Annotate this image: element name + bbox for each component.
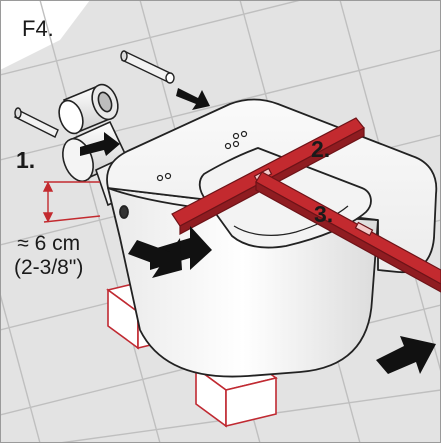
distance-metric: ≈ 6 cm: [17, 232, 81, 255]
step-3-label: 3.: [314, 201, 334, 227]
figure-label: F4.: [22, 16, 54, 41]
step-2-label: 2.: [311, 136, 331, 162]
distance-marker: [42, 181, 101, 223]
distance-label: ≈ 6 cm (2-3/8"): [14, 232, 83, 280]
spirit-level: [171, 117, 441, 293]
mounting-bolt: [14, 50, 175, 138]
distance-imperial: (2-3/8"): [14, 256, 84, 279]
step-1-label: 1.: [16, 147, 36, 173]
push-arrow: [80, 88, 436, 374]
